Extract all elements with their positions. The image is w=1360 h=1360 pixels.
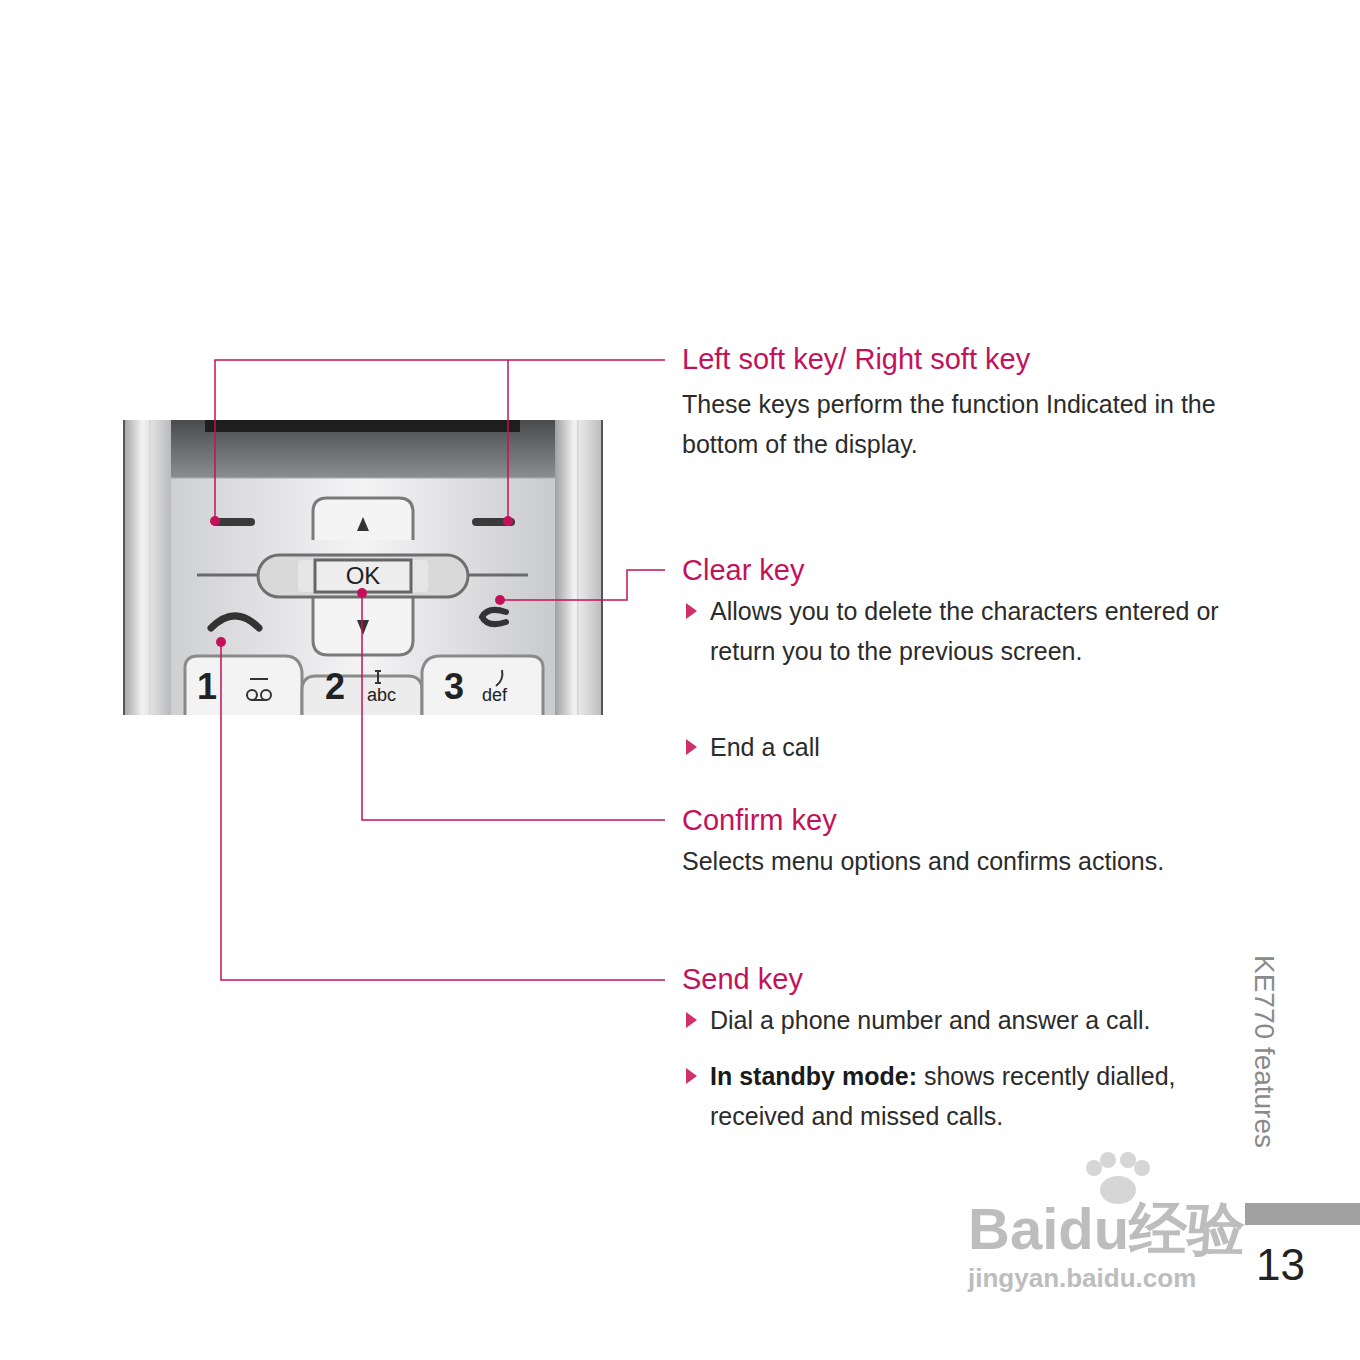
bullet-text: Dial a phone number and answer a call. (710, 1000, 1235, 1040)
bullet-text: Allows you to delete the characters ente… (710, 591, 1230, 671)
watermark: Baidu经验 (968, 1196, 1245, 1262)
key-label: 3 (444, 666, 464, 708)
section-label: KE770 features (1248, 955, 1280, 1148)
key-label: 1 (197, 666, 217, 708)
bullet-paragraph: In standby mode:shows recently dialled, … (710, 1056, 1230, 1136)
page-number: 13 (1256, 1240, 1305, 1290)
watermark: jingyan.baidu.com (968, 1262, 1196, 1294)
callout-description: Selects menu options and confirms action… (682, 841, 1227, 881)
callout-heading: Send key (682, 960, 803, 998)
key-letters: abc (367, 684, 396, 706)
key-label: 2 (325, 666, 345, 708)
key-letters: def (482, 684, 507, 706)
key-label: OK (346, 561, 381, 591)
bullet-text: End a call (710, 727, 1230, 767)
callout-heading: Left soft key/ Right soft key (682, 340, 1030, 378)
callout-heading: Confirm key (682, 801, 837, 839)
callout-description: These keys perform the function Indicate… (682, 384, 1222, 464)
callout-heading: Clear key (682, 551, 805, 589)
bold-lead: In standby mode: (710, 1062, 917, 1090)
